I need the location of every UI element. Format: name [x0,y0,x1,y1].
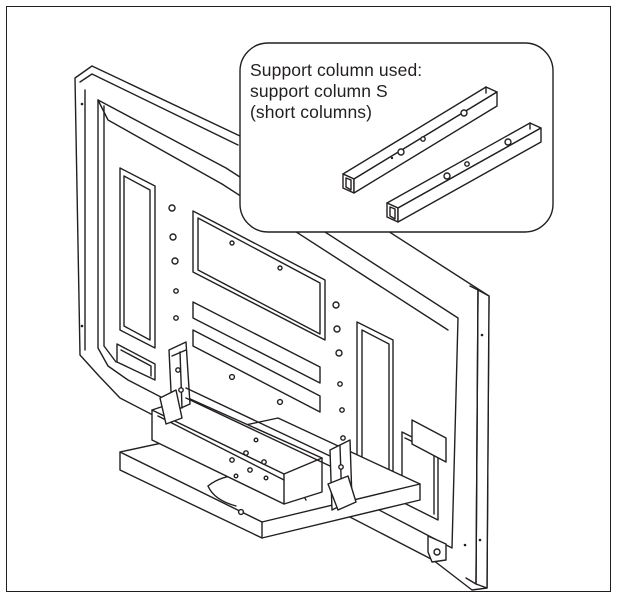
tv-stand-icon [119,341,421,539]
callout-caption: Support column used: support column S (s… [250,60,500,123]
support-column-s-icon [386,122,542,223]
callout-line-1: Support column used: [250,60,423,80]
support-column-s-icon [342,86,498,194]
plasma-tv-rear-icon [74,65,490,591]
support-column-callout [239,42,554,233]
callout-line-3: (short columns) [250,102,373,122]
callout-line-2: support column S [250,81,388,101]
